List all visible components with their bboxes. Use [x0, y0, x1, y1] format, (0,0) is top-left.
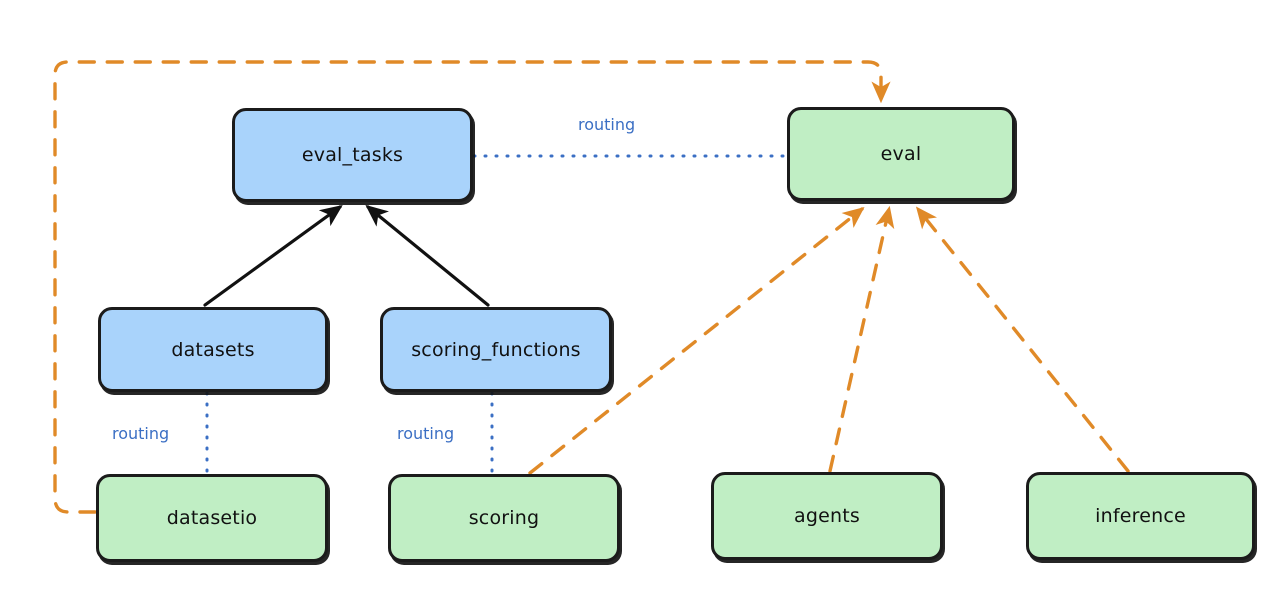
edge-label-routing-eval-tasks: routing	[578, 115, 636, 134]
node-inference[interactable]: inference	[1026, 472, 1255, 560]
edge-agents-eval-dependency	[828, 205, 895, 473]
node-datasets[interactable]: datasets	[98, 307, 328, 392]
node-eval[interactable]: eval	[787, 107, 1015, 201]
node-inference-label: inference	[1095, 505, 1186, 527]
edge-label-routing-datasets: routing	[112, 424, 170, 443]
node-agents[interactable]: agents	[711, 472, 943, 560]
edge-datasets-eval-tasks	[203, 205, 343, 307]
node-eval-label: eval	[880, 143, 922, 165]
edge-eval-datasetio-dependency	[53, 60, 891, 514]
node-datasetio-label: datasetio	[166, 507, 258, 529]
node-scoring[interactable]: scoring	[388, 474, 620, 562]
edge-scoring-eval-dependency	[528, 206, 865, 475]
node-eval-tasks[interactable]: eval_tasks	[232, 108, 473, 202]
node-datasetio[interactable]: datasetio	[96, 474, 328, 562]
node-scoring-label: scoring	[468, 507, 540, 529]
edge-inference-eval-dependency	[915, 206, 1130, 473]
edge-label-routing-scoring-functions: routing	[397, 424, 455, 443]
edge-scoring-functions-eval-tasks	[365, 204, 490, 307]
node-datasets-label: datasets	[171, 338, 255, 361]
node-agents-label: agents	[794, 505, 860, 527]
node-scoring-functions-label: scoring_functions	[411, 338, 581, 361]
node-scoring-functions[interactable]: scoring_functions	[380, 307, 612, 392]
node-eval-tasks-label: eval_tasks	[301, 144, 404, 166]
